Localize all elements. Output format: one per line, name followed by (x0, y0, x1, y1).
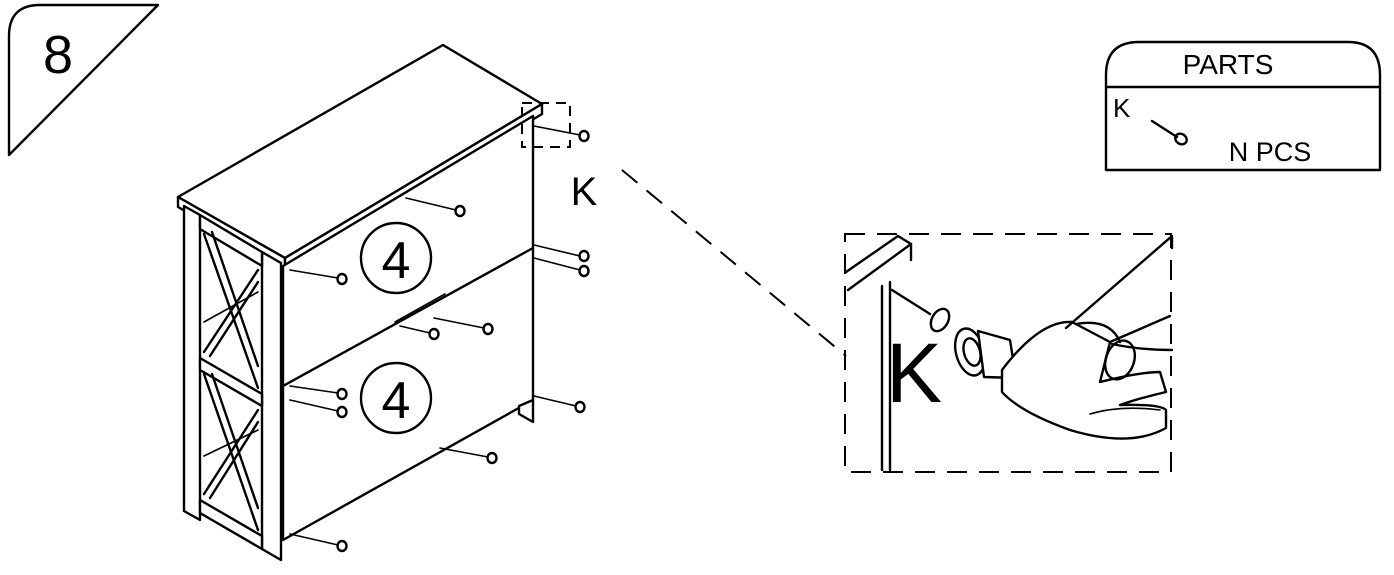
upper-panel-count: 4 (382, 232, 411, 290)
nail-icon (533, 125, 590, 143)
nail-icon (533, 244, 590, 263)
cabinet-left-side (182, 204, 283, 562)
hammer-icon (953, 234, 1174, 440)
back-panel-seam-detail (394, 293, 446, 323)
nail-icon (289, 385, 348, 401)
parts-box-quantity: N PCS (1229, 137, 1312, 167)
nail-icon (433, 317, 494, 336)
parts-box-part-letter: K (1113, 93, 1131, 123)
upper-panel-count-circle (359, 221, 433, 295)
lower-panel-count-circle (359, 361, 433, 435)
step-number: 8 (43, 25, 73, 85)
left-front-post (182, 204, 202, 522)
detail-view: K (844, 233, 1174, 473)
nail-icon (890, 288, 951, 333)
nail-icon (289, 399, 348, 419)
step-badge-frame (7, 3, 160, 157)
detail-view-frame (844, 233, 1172, 473)
parts-box-frame (1104, 40, 1382, 172)
callout-marker (521, 102, 571, 148)
lower-panel-count: 4 (382, 372, 411, 430)
step-badge: 8 (7, 3, 160, 157)
left-rear-post (260, 250, 283, 562)
nail-icon (1150, 119, 1188, 146)
nail-icon (439, 447, 498, 465)
detail-leader-line (621, 169, 847, 357)
nail-icon (289, 269, 348, 286)
parts-box: PARTS K N PCS (1104, 40, 1382, 172)
left-top-rail (198, 213, 264, 268)
nail-icon (289, 533, 348, 553)
left-bottom-rail (198, 498, 264, 551)
callout-part-label: K (571, 170, 598, 214)
cabinet-drawing: 4 4 (176, 43, 598, 562)
nail-icon (399, 325, 440, 341)
nail-icon (533, 395, 586, 414)
nail-icon (533, 257, 590, 278)
nail-icon (405, 197, 466, 218)
detail-board-top (844, 234, 913, 292)
rear-right-leg (517, 398, 535, 424)
detail-part-label: K (886, 326, 942, 420)
left-middle-rail (198, 356, 264, 408)
back-panel-seam (281, 246, 535, 388)
parts-box-title: PARTS (1183, 49, 1274, 80)
